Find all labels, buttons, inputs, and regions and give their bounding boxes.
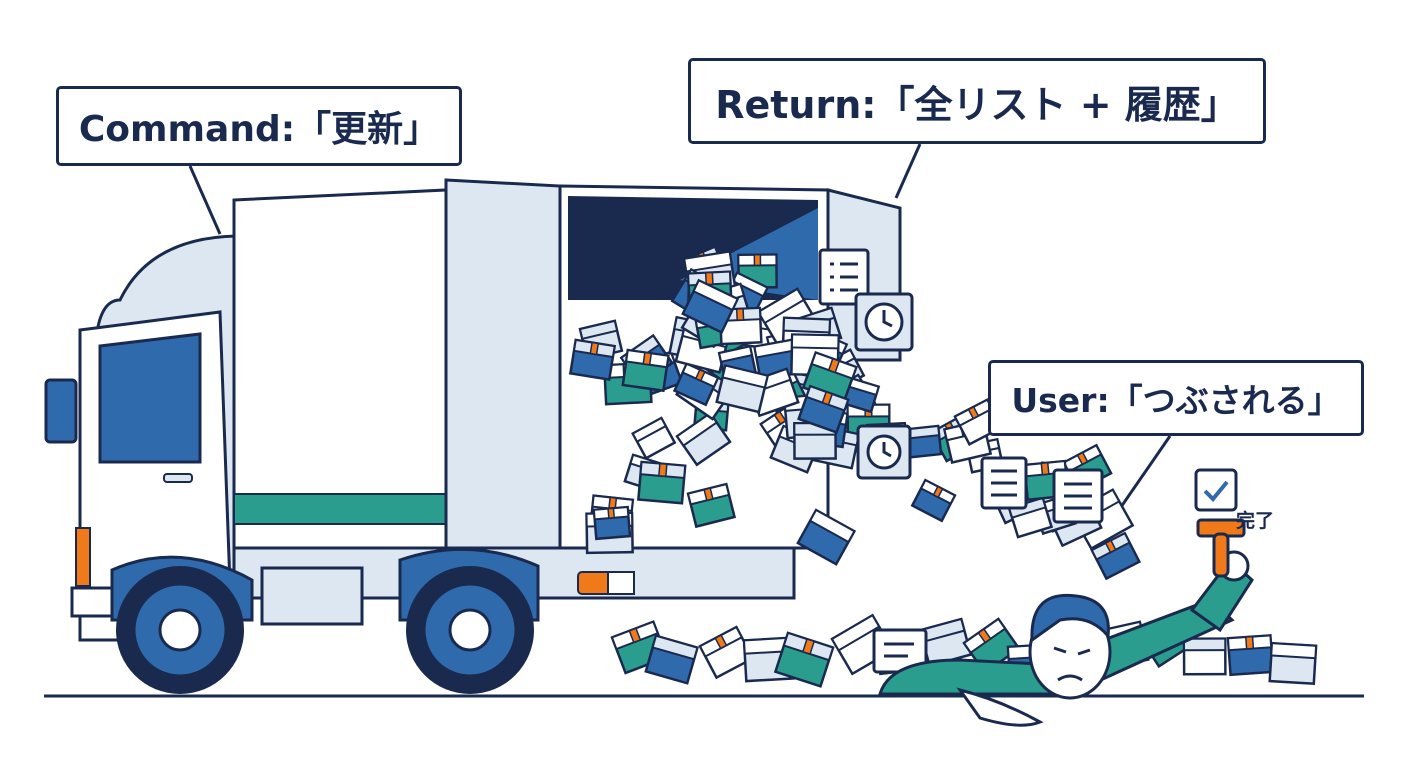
crushed-user bbox=[877, 550, 1254, 727]
box bbox=[797, 384, 850, 434]
command-callout-text: Command:「更新」 bbox=[78, 109, 440, 150]
clock-icon bbox=[856, 424, 912, 480]
command-pointer bbox=[188, 165, 222, 235]
checklist-icon bbox=[980, 456, 1028, 510]
rear-wheel bbox=[260, 547, 540, 694]
box bbox=[773, 631, 835, 688]
document-icon bbox=[872, 628, 928, 674]
box bbox=[1090, 531, 1142, 581]
box bbox=[715, 364, 770, 414]
checklist-icon bbox=[1052, 468, 1104, 524]
user-callout: User:「つぶされる」 bbox=[988, 360, 1364, 436]
box bbox=[621, 348, 670, 393]
return-callout: Return:「全リスト + 履歴」 bbox=[688, 58, 1266, 144]
box bbox=[910, 478, 957, 523]
box bbox=[840, 376, 881, 414]
box bbox=[904, 424, 943, 459]
box bbox=[962, 617, 1021, 675]
box bbox=[637, 460, 687, 505]
return-pointer bbox=[894, 143, 922, 199]
box bbox=[592, 505, 632, 541]
box bbox=[1268, 641, 1318, 686]
box bbox=[644, 634, 699, 685]
command-callout: Command:「更新」 bbox=[56, 86, 462, 166]
box bbox=[672, 362, 720, 407]
box bbox=[698, 625, 755, 680]
done-label: 完了 bbox=[1236, 510, 1275, 532]
box bbox=[796, 508, 857, 566]
box bbox=[1182, 637, 1227, 676]
box bbox=[568, 338, 617, 382]
front-wheel bbox=[110, 555, 254, 694]
checkbox-icon bbox=[1194, 468, 1238, 512]
box bbox=[686, 482, 737, 529]
box bbox=[631, 416, 677, 460]
user-callout-text: User:「つぶされる」 bbox=[1011, 381, 1341, 420]
box bbox=[1226, 634, 1275, 677]
stamp-icon bbox=[1196, 518, 1246, 578]
return-callout-text: Return:「全リスト + 履歴」 bbox=[715, 82, 1239, 127]
clock-icon bbox=[854, 292, 914, 352]
box bbox=[681, 278, 740, 335]
checklist-icon bbox=[818, 248, 870, 306]
